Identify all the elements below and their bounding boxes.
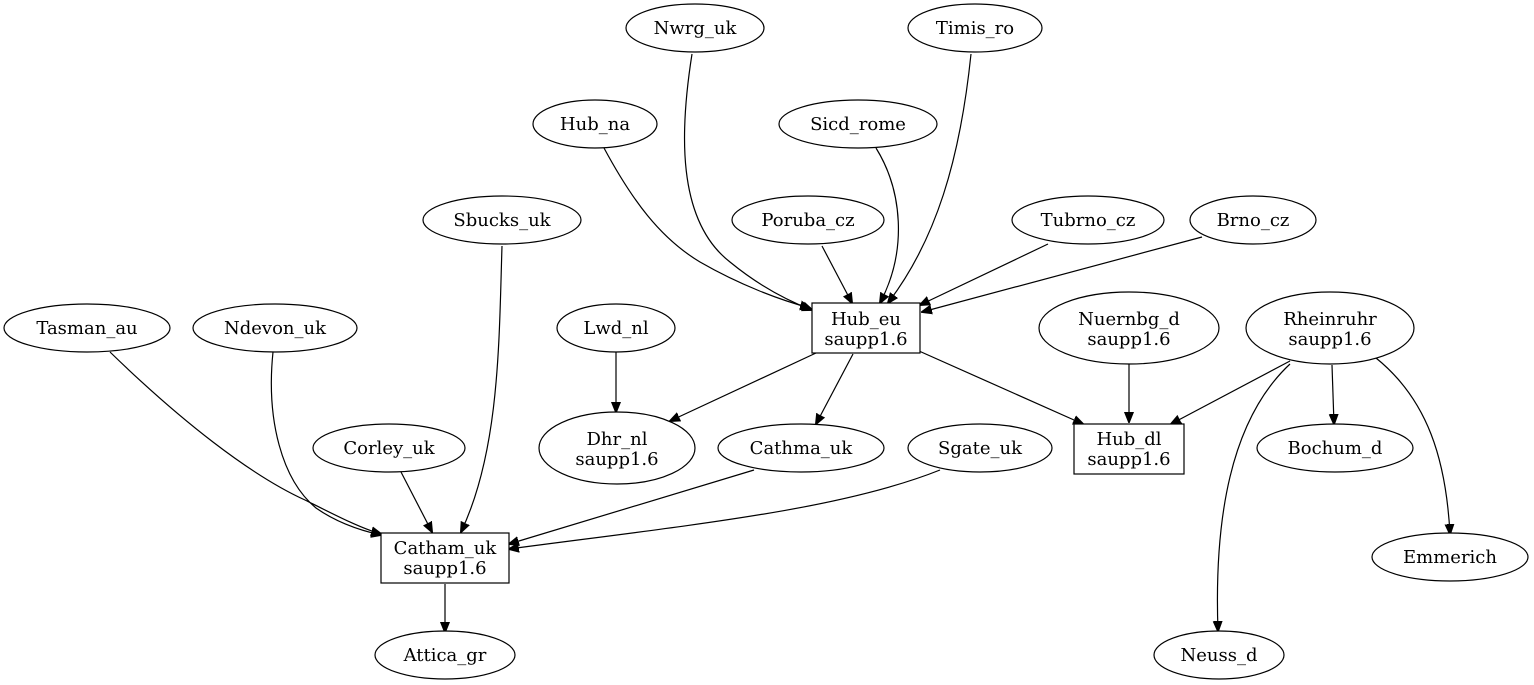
node-rheinruhr-label-line2: saupp1.6	[1288, 329, 1371, 350]
node-brno-cz[interactable]: Brno_cz	[1189, 195, 1317, 245]
node-hub-eu[interactable]: Hub_eu saupp1.6	[811, 302, 921, 354]
node-bochum-d-label: Bochum_d	[1288, 438, 1383, 459]
node-corley-uk[interactable]: Corley_uk	[312, 423, 466, 473]
edge-sbucks-uk-to-catham-uk	[461, 245, 503, 532]
edge-rheinruhr-to-neuss-d	[1217, 363, 1291, 631]
node-tasman-au-label: Tasman_au	[36, 318, 137, 339]
node-hub-na-label: Hub_na	[560, 114, 630, 135]
node-brno-cz-label: Brno_cz	[1217, 210, 1290, 231]
edge-poruba-cz-to-hub-eu	[821, 245, 852, 303]
node-dhr-nl[interactable]: Dhr_nl saupp1.6	[538, 411, 696, 485]
node-dhr-nl-label-line1: Dhr_nl	[587, 429, 648, 450]
node-cathma-uk[interactable]: Cathma_uk	[717, 423, 885, 473]
node-bochum-d[interactable]: Bochum_d	[1256, 423, 1414, 473]
node-hub-dl-label-line1: Hub_dl	[1096, 429, 1161, 450]
node-tubrno-cz-label: Tubrno_cz	[1041, 210, 1136, 231]
node-nuernbg-d-label-line2: saupp1.6	[1087, 329, 1170, 350]
edge-rheinruhr-to-bochum-d	[1332, 364, 1334, 424]
node-hub-na[interactable]: Hub_na	[532, 99, 658, 149]
node-sgate-uk-label: Sgate_uk	[938, 438, 1023, 459]
node-ndevon-uk[interactable]: Ndevon_uk	[192, 303, 358, 353]
edge-tubrno-cz-to-hub-eu	[920, 243, 1049, 305]
node-poruba-cz-label: Poruba_cz	[761, 210, 854, 231]
node-emmerich-label: Emmerich	[1403, 547, 1497, 568]
node-timis-ro[interactable]: Timis_ro	[907, 3, 1043, 53]
node-neuss-d-label: Neuss_d	[1181, 645, 1258, 666]
node-lwd-nl-label: Lwd_nl	[583, 318, 648, 339]
node-dhr-nl-label-line2: saupp1.6	[575, 449, 658, 470]
edge-corley-uk-to-catham-uk	[400, 471, 432, 532]
node-sicd-rome[interactable]: Sicd_rome	[778, 99, 938, 149]
edge-hub-na-to-hub-eu	[603, 147, 810, 308]
node-nuernbg-d[interactable]: Nuernbg_d saupp1.6	[1038, 291, 1220, 365]
node-corley-uk-label: Corley_uk	[343, 438, 435, 459]
node-rheinruhr[interactable]: Rheinruhr saupp1.6	[1245, 291, 1415, 365]
edge-hub-eu-to-dhr-nl	[670, 352, 817, 421]
node-neuss-d[interactable]: Neuss_d	[1153, 630, 1285, 680]
node-hub-eu-label-line2: saupp1.6	[824, 329, 907, 350]
edge-brno-cz-to-hub-eu	[922, 236, 1203, 312]
node-rheinruhr-label-line1: Rheinruhr	[1283, 309, 1377, 330]
node-tasman-au[interactable]: Tasman_au	[3, 303, 171, 353]
node-catham-uk-label-line1: Catham_uk	[394, 538, 498, 559]
edge-ndevon-uk-to-catham-uk	[270, 351, 381, 535]
nodes: Nwrg_uk Timis_ro Hub_na Sicd_rome Sbucks…	[3, 3, 1529, 680]
node-sbucks-uk[interactable]: Sbucks_uk	[422, 195, 582, 245]
edge-sicd-rome-to-hub-eu	[875, 147, 899, 303]
node-nwrg-uk-label: Nwrg_uk	[654, 18, 738, 39]
edge-timis-ro-to-hub-eu	[888, 53, 972, 303]
edge-hub-eu-to-hub-dl	[918, 350, 1083, 424]
node-attica-gr-label: Attica_gr	[403, 645, 487, 666]
node-hub-dl-label-line2: saupp1.6	[1087, 449, 1170, 470]
edge-hub-eu-to-cathma-uk	[816, 353, 854, 424]
node-cathma-uk-label: Cathma_uk	[750, 438, 854, 459]
node-tubrno-cz[interactable]: Tubrno_cz	[1011, 195, 1165, 245]
edge-rheinruhr-to-emmerich	[1375, 357, 1450, 534]
edge-rheinruhr-to-hub-dl	[1171, 360, 1291, 424]
node-sicd-rome-label: Sicd_rome	[810, 114, 906, 135]
node-nuernbg-d-label-line1: Nuernbg_d	[1078, 309, 1180, 330]
edge-cathma-uk-to-catham-uk	[509, 469, 755, 544]
edge-tasman-au-to-catham-uk	[109, 351, 381, 534]
node-timis-ro-label: Timis_ro	[936, 18, 1014, 39]
node-ndevon-uk-label: Ndevon_uk	[224, 318, 327, 339]
node-lwd-nl[interactable]: Lwd_nl	[556, 303, 676, 353]
node-emmerich[interactable]: Emmerich	[1371, 532, 1529, 582]
edge-nwrg-uk-to-hub-eu	[683, 53, 812, 310]
edges	[109, 53, 1450, 632]
node-catham-uk[interactable]: Catham_uk saupp1.6	[380, 532, 510, 584]
node-sbucks-uk-label: Sbucks_uk	[453, 210, 551, 231]
node-hub-dl[interactable]: Hub_dl saupp1.6	[1073, 423, 1185, 475]
node-poruba-cz[interactable]: Poruba_cz	[731, 195, 885, 245]
edge-sgate-uk-to-catham-uk	[509, 469, 941, 549]
node-catham-uk-label-line2: saupp1.6	[403, 558, 486, 579]
node-nwrg-uk[interactable]: Nwrg_uk	[625, 3, 765, 53]
node-attica-gr[interactable]: Attica_gr	[374, 630, 516, 680]
node-sgate-uk[interactable]: Sgate_uk	[907, 423, 1053, 473]
node-hub-eu-label-line1: Hub_eu	[831, 309, 901, 330]
